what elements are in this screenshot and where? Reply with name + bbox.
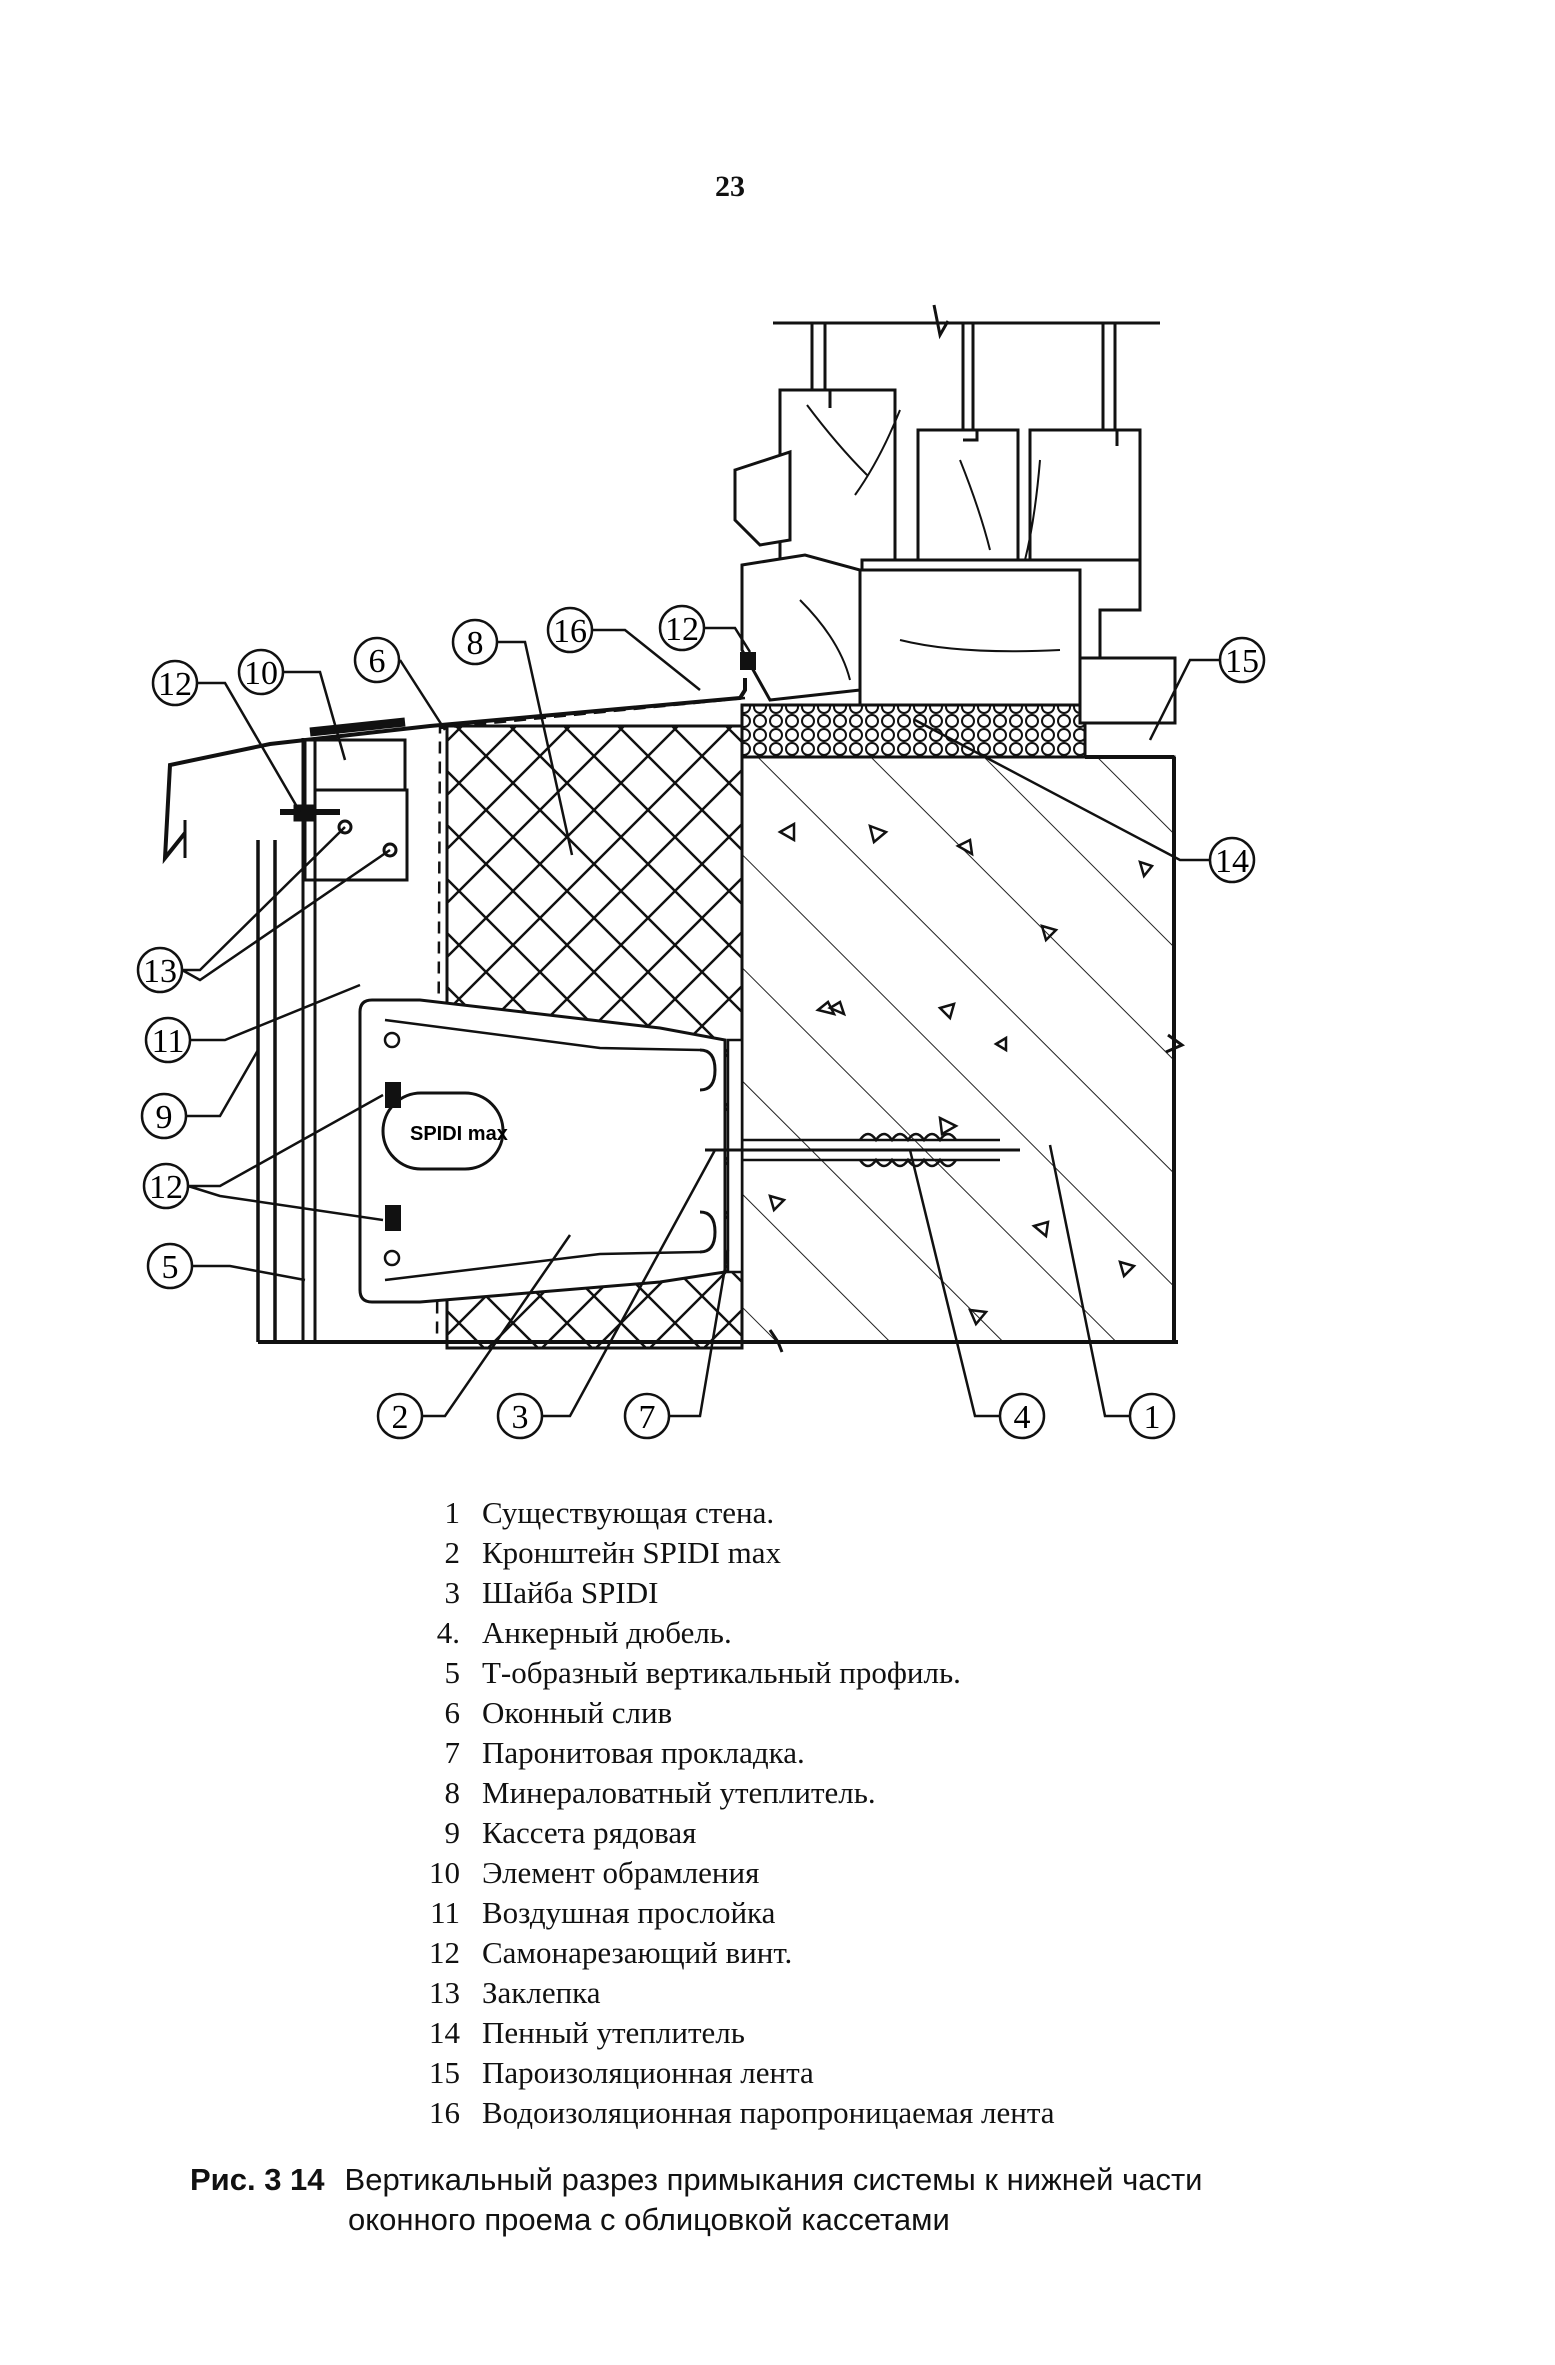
svg-text:3: 3 bbox=[512, 1399, 529, 1436]
section-drawing: SPIDI max 12 10 6 8 bbox=[136, 304, 1266, 1440]
figure-caption: Рис. 3 14 Вертикальный разрез примыкания … bbox=[190, 2160, 1390, 2240]
svg-text:16: 16 bbox=[553, 613, 587, 650]
svg-text:4: 4 bbox=[1014, 1399, 1031, 1436]
callout-4: 4 bbox=[998, 1392, 1046, 1440]
svg-text:2: 2 bbox=[392, 1399, 409, 1436]
svg-text:12: 12 bbox=[158, 666, 192, 703]
callout-13: 13 bbox=[136, 946, 184, 994]
callout-1: 1 bbox=[1128, 1392, 1176, 1440]
callout-15: 15 bbox=[1218, 636, 1266, 684]
foam-insulation bbox=[740, 703, 1087, 759]
existing-wall bbox=[258, 755, 1186, 1353]
callout-7: 7 bbox=[623, 1392, 671, 1440]
caption-line-1: Вертикальный разрез примыкания системы к… bbox=[344, 2162, 1203, 2197]
callout-5: 5 bbox=[146, 1242, 194, 1290]
window-frame bbox=[733, 304, 1177, 725]
screw-icon bbox=[740, 652, 756, 670]
svg-text:6: 6 bbox=[369, 643, 386, 680]
spidi-logo: SPIDI max bbox=[410, 1123, 508, 1145]
leader-lines bbox=[181, 626, 1220, 1418]
svg-text:7: 7 bbox=[639, 1399, 656, 1436]
cladding-assembly bbox=[256, 738, 409, 1342]
anchor-dowel bbox=[705, 1132, 1020, 1168]
svg-text:5: 5 bbox=[162, 1249, 179, 1286]
callout-12-top-left: 12 bbox=[151, 659, 199, 707]
svg-text:14: 14 bbox=[1215, 843, 1249, 880]
callout-8: 8 bbox=[451, 618, 499, 666]
callout-9: 9 bbox=[140, 1092, 188, 1140]
callout-11: 11 bbox=[144, 1016, 192, 1064]
callout-10: 10 bbox=[237, 648, 285, 696]
paronite-gasket bbox=[726, 1038, 744, 1274]
callout-2: 2 bbox=[376, 1392, 424, 1440]
callout-14: 14 bbox=[1208, 836, 1256, 884]
page-number: 23 bbox=[715, 170, 745, 203]
svg-text:10: 10 bbox=[244, 655, 278, 692]
svg-text:1: 1 bbox=[1144, 1399, 1161, 1436]
waterproof-membrane bbox=[435, 696, 746, 1341]
screw-icon bbox=[385, 1082, 401, 1108]
callout-16: 16 bbox=[546, 606, 594, 654]
svg-text:15: 15 bbox=[1225, 643, 1259, 680]
svg-text:8: 8 bbox=[467, 625, 484, 662]
svg-text:13: 13 bbox=[143, 953, 177, 990]
callouts: 12 10 6 8 16 12 15 14 13 11 9 12 5 2 3 7… bbox=[136, 604, 1266, 1440]
caption-label: Рис. 3 14 bbox=[190, 2162, 325, 2197]
callout-3: 3 bbox=[496, 1392, 544, 1440]
callout-12-top: 12 bbox=[658, 604, 706, 652]
svg-text:12: 12 bbox=[665, 611, 699, 648]
callout-6: 6 bbox=[353, 636, 401, 684]
legend-item: 4.Анкерный дюбель. bbox=[436, 1615, 732, 1650]
screw-icon bbox=[385, 1205, 401, 1231]
caption-line-2: оконного проема с облицовкой кассетами bbox=[348, 2202, 950, 2237]
callout-12-mid: 12 bbox=[142, 1162, 190, 1210]
window-sill-flashing bbox=[162, 678, 747, 865]
svg-text:9: 9 bbox=[156, 1099, 173, 1136]
concrete-aggregate bbox=[768, 821, 1155, 1327]
svg-text:12: 12 bbox=[149, 1169, 183, 1206]
svg-text:11: 11 bbox=[152, 1023, 185, 1060]
spidi-bracket: SPIDI max bbox=[358, 998, 727, 1304]
